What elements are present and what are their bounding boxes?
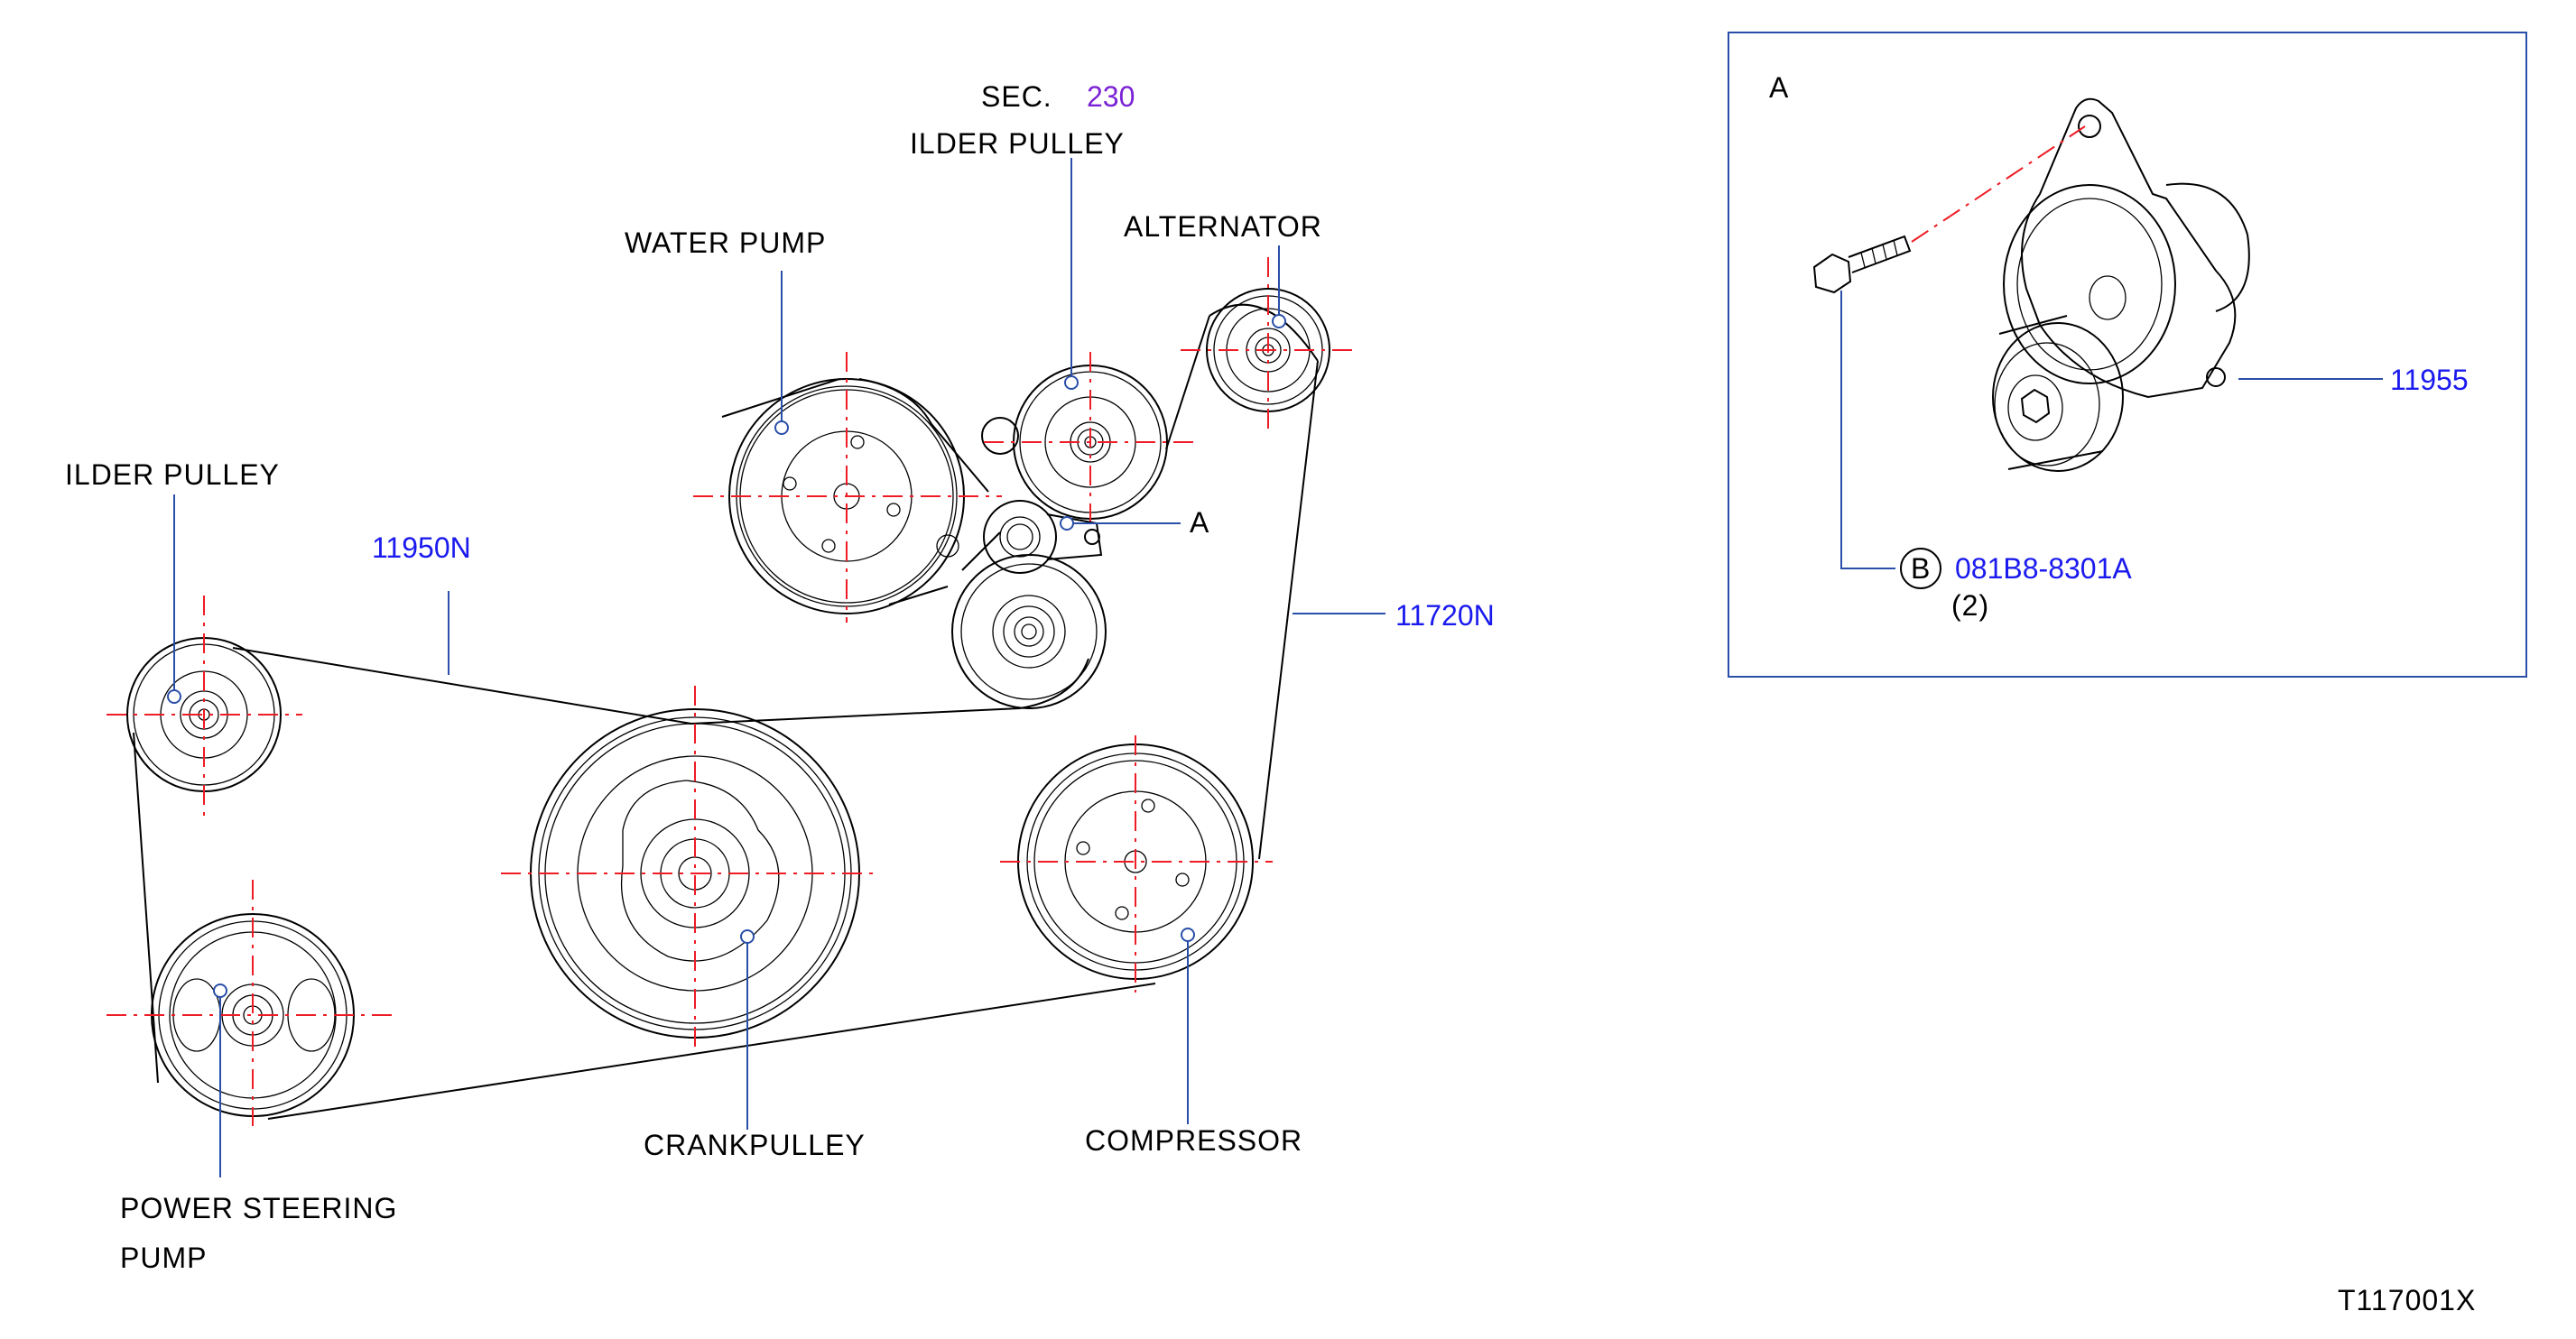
bolt-marker-circle	[1900, 548, 1941, 589]
left-idler-pulley-label: ILDER PULLEY	[65, 458, 280, 491]
compressor-pulley	[1000, 735, 1273, 993]
water-pump-pulley	[693, 352, 1002, 623]
belt-11950n	[232, 378, 1089, 725]
tensioner-assembly-drawing	[1992, 97, 2250, 472]
sec-number[interactable]: 230	[1087, 80, 1135, 113]
alternator-label: ALTERNATOR	[1124, 210, 1322, 243]
callout-a-label: A	[1190, 506, 1209, 539]
power-steering-label-line2: PUMP	[120, 1242, 207, 1274]
crank-pulley	[501, 686, 880, 1051]
compressor-label: COMPRESSOR	[1085, 1124, 1302, 1157]
part-number-bolt[interactable]: 081B8-8301A	[1955, 552, 2132, 585]
power-steering-pulley	[107, 880, 393, 1126]
detail-a-panel: A B 081B8-8301A (2) 119	[1728, 32, 2527, 678]
figure-id: T117001X	[2338, 1284, 2476, 1316]
part-number-11720n[interactable]: 11720N	[1395, 599, 1495, 632]
bolt-leader	[1840, 291, 1895, 569]
water-pump-label: WATER PUMP	[625, 226, 826, 259]
top-idler-pulley	[981, 352, 1196, 528]
left-idler-pulley	[107, 596, 302, 817]
part-number-11950n[interactable]: 11950N	[372, 531, 471, 564]
crank-pulley-label: CRANKPULLEY	[644, 1129, 866, 1161]
top-idler-pulley-label: ILDER PULLEY	[910, 127, 1125, 160]
detail-a-title: A	[1769, 71, 1789, 104]
leaders	[167, 158, 1385, 1177]
alternator-pulley	[1181, 257, 1354, 433]
bolt-drawing	[1812, 125, 2086, 294]
power-steering-label-line1: POWER STEERING	[120, 1192, 397, 1224]
sec-label: SEC.	[981, 80, 1052, 113]
part-number-11955[interactable]: 11955	[2390, 364, 2469, 396]
bolt-marker-b: B	[1911, 552, 1931, 585]
lower-idler-pulley	[951, 554, 1107, 709]
bolt-quantity: (2)	[1951, 589, 1989, 622]
